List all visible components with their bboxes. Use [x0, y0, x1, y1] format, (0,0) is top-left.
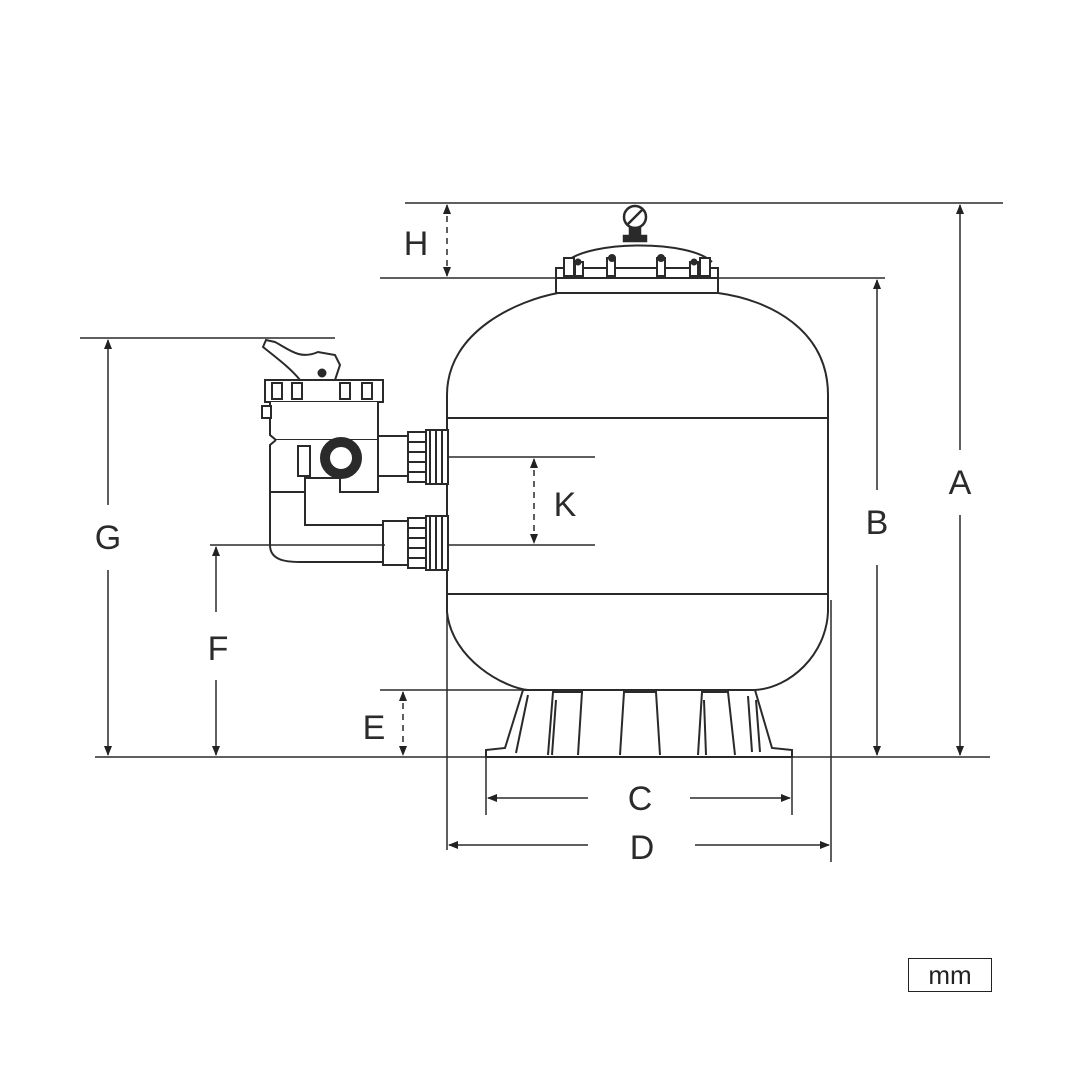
unit-label: mm — [908, 958, 992, 992]
dimension-label-k: K — [554, 486, 577, 524]
port-union-top — [407, 429, 449, 485]
dimension-label-e: E — [363, 709, 386, 747]
multiport-valve — [261, 338, 411, 566]
extension-lines — [80, 202, 1003, 862]
dimension-lines — [104, 204, 964, 849]
dimension-label-b: B — [866, 504, 889, 542]
tank-base — [485, 689, 793, 758]
pressure-gauge-icon — [622, 204, 648, 243]
filter-tank — [446, 292, 829, 691]
dimension-label-a: A — [949, 464, 972, 502]
port-union-bottom — [407, 515, 449, 571]
dimension-label-f: F — [208, 630, 229, 668]
dimension-label-c: C — [628, 780, 653, 818]
dimension-label-g: G — [95, 519, 121, 557]
dimension-label-h: H — [404, 225, 429, 263]
top-lid — [555, 244, 719, 294]
dimension-label-d: D — [630, 829, 655, 867]
